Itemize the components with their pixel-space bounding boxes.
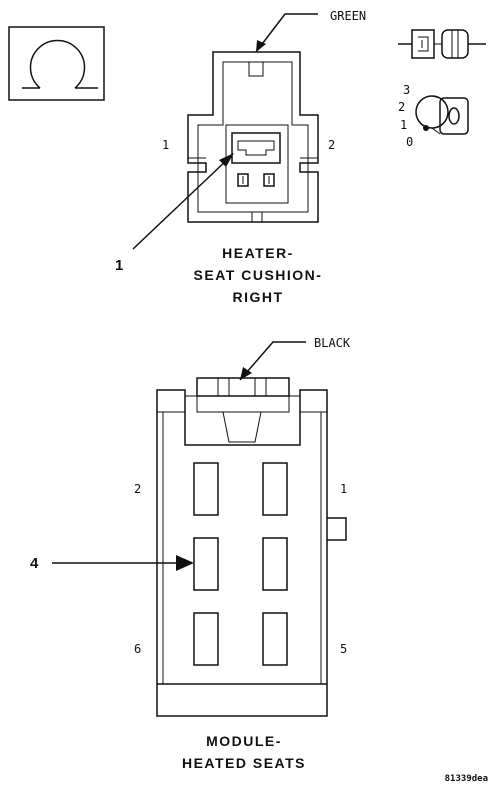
key-position-3: 3: [403, 83, 410, 97]
pin-5-label-module: 5: [340, 642, 347, 656]
wire-color-green-label: GREEN: [330, 9, 366, 23]
callout-4: 4: [30, 555, 39, 572]
pin-1-label-module: 1: [340, 482, 347, 496]
connector-legend-icon: [398, 29, 486, 59]
pin-1-label: 1: [162, 138, 169, 152]
callout-1: 1: [115, 257, 123, 274]
cavity-5: [262, 612, 288, 666]
pin-2-label-module: 2: [134, 482, 141, 496]
connector-2-title-line-1: MODULE-: [206, 733, 282, 749]
key-position-0: 0: [406, 135, 413, 149]
figure-id: 81339dea: [445, 774, 488, 784]
connector-1-title-line-3: RIGHT: [232, 289, 283, 305]
pin-6-label-module: 6: [134, 642, 141, 656]
key-position-1: 1: [400, 118, 407, 132]
cavity-1: [262, 462, 288, 516]
heater-seat-connector: [187, 51, 319, 223]
pin-2-label: 2: [328, 138, 335, 152]
cavity-2: [193, 462, 219, 516]
ignition-key-legend-icon: 3 2 1 0: [398, 83, 469, 149]
key-position-2: 2: [398, 100, 405, 114]
wire-color-black-label: BLACK: [314, 336, 351, 350]
connector-1-title-line-1: HEATER-: [222, 245, 294, 261]
view-arc-icon: [29, 39, 86, 89]
connector-1-title-line-2: SEAT CUSHION-: [194, 267, 323, 283]
terminal-view-symbol: [8, 26, 105, 101]
connector-2-title-line-2: HEATED SEATS: [182, 755, 306, 771]
heated-seat-module-connector: [156, 377, 347, 717]
cavity-3: [262, 537, 288, 591]
cavity-4: [193, 537, 219, 591]
cavity-6: [193, 612, 219, 666]
